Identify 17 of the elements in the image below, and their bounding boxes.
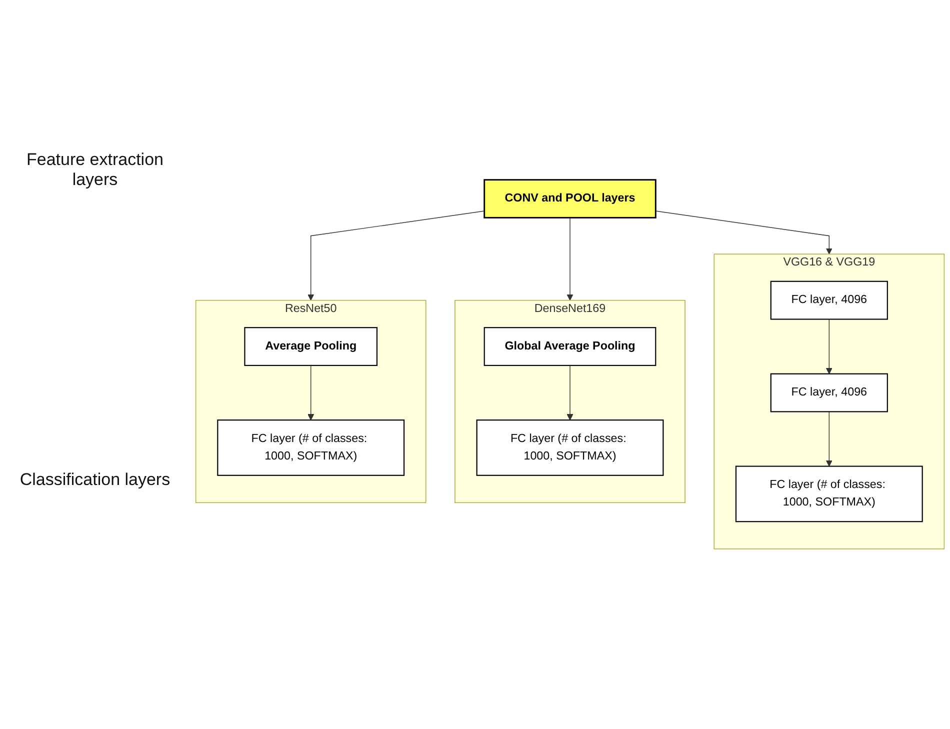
arrow [566, 217, 574, 301]
node-box: FC layer, 4096 [770, 280, 888, 320]
arrow [308, 210, 485, 301]
node-box: Global Average Pooling [484, 327, 656, 366]
arrow [566, 365, 574, 420]
node-box: Average Pooling [244, 327, 378, 366]
node-box: CONV and POOL layers [484, 179, 656, 219]
node-box: FC layer (# of classes: 1000, SOFTMAX) [476, 420, 664, 476]
row-label: Classification layers [18, 470, 172, 490]
node-box: FC layer (# of classes: 1000, SOFTMAX) [735, 466, 923, 522]
arrow [655, 210, 832, 254]
node-box: FC layer, 4096 [770, 373, 888, 412]
node-box: FC layer (# of classes: 1000, SOFTMAX) [217, 420, 405, 476]
arrow [826, 411, 832, 467]
arrow [826, 319, 832, 374]
row-label: Feature extraction layers [25, 150, 164, 190]
arrow [308, 365, 314, 420]
